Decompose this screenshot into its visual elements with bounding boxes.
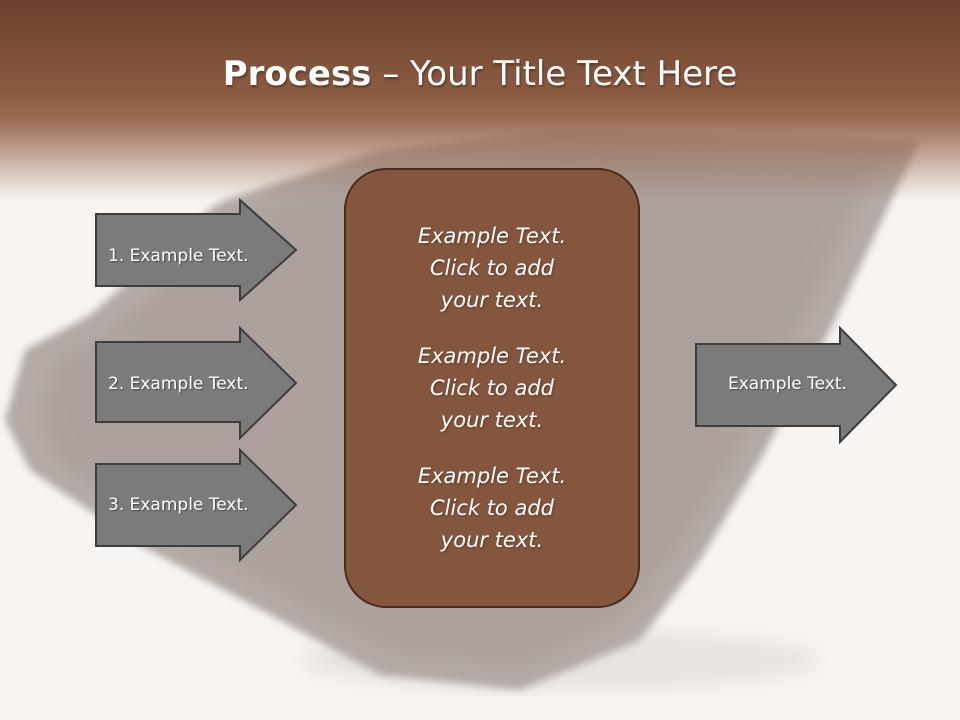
text-line: Example Text. <box>417 344 567 368</box>
text-block-3[interactable]: Example Text. Click to add your text. <box>382 460 602 556</box>
text-block-1[interactable]: Example Text. Click to add your text. <box>382 220 602 316</box>
arrow-label-2[interactable]: 2. Example Text. <box>108 374 249 394</box>
text-line: Example Text. <box>417 224 567 248</box>
text-line: Example Text. <box>417 464 567 488</box>
arrow-shape-2[interactable] <box>94 326 300 440</box>
text-line: your text. <box>440 528 544 552</box>
title-bold-part: Process <box>222 54 372 94</box>
arrow-shape-1[interactable] <box>94 198 300 302</box>
arrow-label-1[interactable]: 1. Example Text. <box>108 246 249 266</box>
text-line: Click to add <box>429 256 554 280</box>
arrow-label-right[interactable]: Example Text. <box>728 374 847 394</box>
arrow-shape-right[interactable] <box>694 326 900 444</box>
text-line: Click to add <box>429 376 554 400</box>
text-line: your text. <box>440 288 544 312</box>
text-block-2[interactable]: Example Text. Click to add your text. <box>382 340 602 436</box>
header-band <box>0 0 960 200</box>
arrow-label-3[interactable]: 3. Example Text. <box>108 495 249 515</box>
center-text-box[interactable]: Example Text. Click to add your text. Ex… <box>344 168 640 608</box>
arrow-shape-3[interactable] <box>94 448 300 562</box>
text-line: your text. <box>440 408 544 432</box>
text-line: Click to add <box>429 496 554 520</box>
title-rest-part: – Your Title Text Here <box>371 54 738 94</box>
slide-title[interactable]: Process – Your Title Text Here <box>0 52 960 96</box>
